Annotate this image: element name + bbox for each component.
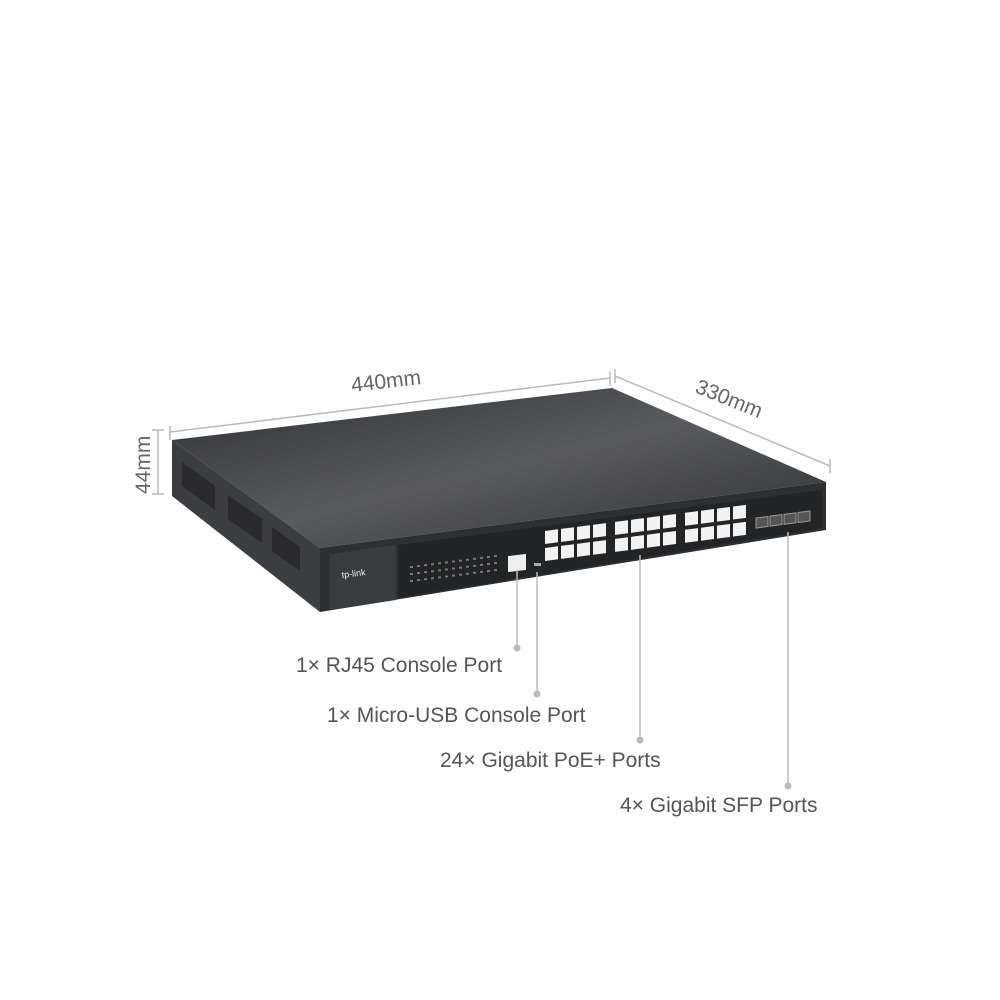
rj45-poe-port [733, 521, 746, 537]
status-led [438, 576, 441, 579]
width-dimension [169, 372, 611, 440]
tp-link-logo: tp-link [341, 567, 367, 580]
depth-dimension [614, 369, 831, 473]
status-leds [410, 555, 497, 582]
status-led [445, 568, 448, 571]
height-dimension [152, 429, 164, 495]
status-led [466, 572, 469, 575]
status-led [480, 556, 483, 559]
height-label: 44mm [132, 436, 155, 494]
status-led [473, 564, 476, 567]
status-led [431, 570, 434, 573]
status-led [452, 567, 455, 570]
callout-sfp-ports: 4× Gigabit SFP Ports [620, 794, 818, 817]
rj45-poe-port [701, 509, 714, 524]
callout-rj45-console: 1× RJ45 Console Port [296, 654, 503, 677]
rj45-poe-port [593, 540, 606, 555]
status-led [459, 559, 462, 562]
status-led [487, 562, 490, 565]
rj45-poe-port [647, 533, 660, 548]
status-led [487, 569, 490, 572]
status-led [459, 566, 462, 569]
status-led [445, 575, 448, 578]
top-face [172, 388, 826, 548]
status-led [424, 564, 427, 567]
rj45-poe-port [733, 504, 746, 520]
rj45-poe-port [561, 544, 574, 559]
status-led [438, 562, 441, 565]
rj45-console-port [508, 553, 526, 573]
rj45-poe-port [615, 520, 628, 535]
width-label: 440mm [350, 366, 422, 397]
rj45-poe-port [717, 506, 730, 522]
logo-plate [330, 545, 396, 610]
status-led [480, 563, 483, 566]
rj45-poe-port [561, 527, 574, 542]
status-led [417, 565, 420, 568]
status-led [480, 570, 483, 573]
status-led [417, 572, 420, 575]
status-led [452, 574, 455, 577]
rj45-poe-port [545, 529, 558, 544]
status-led [494, 555, 497, 558]
sfp-port [797, 510, 811, 524]
rj45-poe-port [701, 526, 714, 541]
status-led [459, 573, 462, 576]
rj45-poe-port [615, 537, 628, 552]
status-led [452, 560, 455, 563]
rj45-poe-port [663, 513, 676, 529]
rj45-poe-port [545, 546, 558, 561]
callout-dots [513, 644, 792, 790]
rj45-poe-port [631, 535, 644, 550]
status-led [410, 580, 413, 582]
status-led [487, 555, 490, 558]
status-led [410, 573, 413, 575]
status-led [466, 558, 469, 561]
status-led [438, 569, 441, 572]
sfp-port [769, 514, 783, 527]
front-panel [398, 490, 822, 598]
status-led [431, 563, 434, 566]
micro-usb-console-port [534, 563, 541, 566]
rj45-poe-port [593, 523, 606, 538]
status-led [473, 557, 476, 560]
status-led [494, 562, 497, 565]
side-vents [182, 462, 300, 571]
rj45-poe-port [577, 542, 590, 557]
status-led [410, 566, 413, 568]
status-led [417, 579, 420, 582]
status-led [473, 571, 476, 574]
sfp-port [755, 515, 769, 529]
sfp-port [783, 512, 797, 525]
rj45-poe-port [685, 511, 698, 526]
rj45-poe-port [663, 530, 676, 546]
depth-label: 330mm [692, 375, 766, 423]
callout-lines [516, 532, 789, 786]
rj45-poe-port [647, 516, 660, 531]
status-led [466, 565, 469, 568]
poe-ports [545, 504, 746, 561]
status-led [431, 577, 434, 580]
sfp-ports [755, 510, 811, 529]
status-led [494, 569, 497, 572]
callout-micro-usb-console: 1× Micro-USB Console Port [327, 704, 586, 727]
rj45-poe-port [717, 523, 730, 539]
status-led [445, 561, 448, 564]
status-led [424, 571, 427, 574]
rj45-poe-port [631, 518, 644, 533]
status-led [424, 578, 427, 581]
rj45-poe-port [577, 525, 590, 540]
callout-poe-ports: 24× Gigabit PoE+ Ports [440, 749, 661, 772]
network-switch: tp-link [172, 388, 826, 612]
rj45-poe-port [685, 528, 698, 543]
